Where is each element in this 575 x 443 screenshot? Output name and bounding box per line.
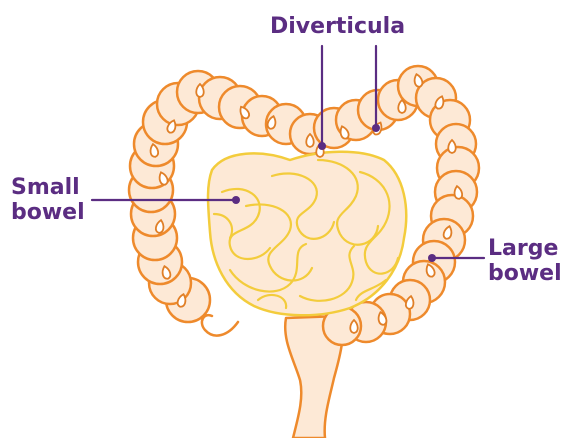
small-bowel-label-line2: bowel <box>11 200 85 225</box>
small-bowel-label-line1: Small <box>11 175 85 200</box>
diverticulum-pouch <box>448 140 456 153</box>
large-bowel-label-line1: Large <box>488 236 562 261</box>
small-bowel-label: Small bowel <box>11 175 85 225</box>
diverticulum-pouch <box>398 100 406 113</box>
diverticula-label: Diverticula <box>270 14 405 39</box>
small-bowel <box>208 152 406 316</box>
diverticula-label-text: Diverticula <box>270 14 405 39</box>
large-bowel-label-line2: bowel <box>488 261 562 286</box>
diverticulum-pouch <box>350 320 358 333</box>
small-bowel-leader-dot <box>232 196 240 204</box>
diverticula-leader-1-dot <box>318 142 326 150</box>
diverticulum-pouch <box>306 134 314 147</box>
sigmoid-tail <box>202 315 238 335</box>
large-bowel-leader-dot <box>428 254 436 262</box>
diverticula-leader-2-dot <box>372 124 380 132</box>
diverticulum-pouch <box>196 84 204 97</box>
large-bowel-label: Large bowel <box>488 236 562 286</box>
